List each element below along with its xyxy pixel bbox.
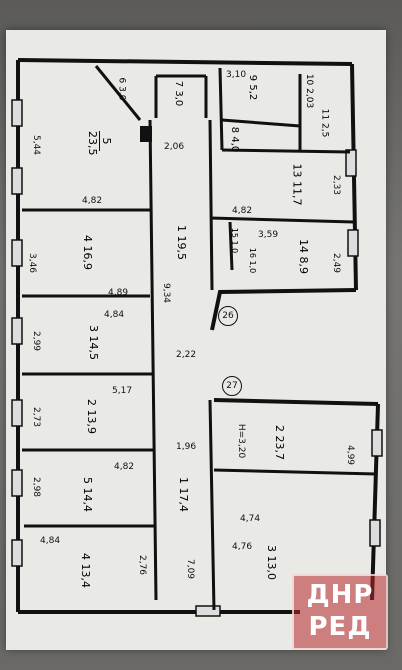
room-number: 3 bbox=[265, 545, 278, 552]
room-area: 13,0 bbox=[265, 555, 278, 581]
room-number: 4 bbox=[81, 235, 94, 242]
room-label: 13 11,7 bbox=[291, 164, 304, 206]
room-label: 11 2,5 bbox=[319, 109, 329, 138]
dimension: 2,49 bbox=[331, 252, 342, 274]
room-number: 5 bbox=[100, 137, 113, 145]
room-area: 23,5 bbox=[86, 131, 100, 156]
room-label: 6 3,0 bbox=[116, 78, 126, 101]
room-area: 13,4 bbox=[79, 563, 92, 589]
room-area: 19,5 bbox=[175, 235, 188, 261]
dimension: 9,34 bbox=[161, 282, 172, 304]
dimension: 3,59 bbox=[258, 230, 279, 240]
dimension: 3,10 bbox=[226, 70, 247, 80]
dimension: 2,22 bbox=[176, 350, 197, 360]
room-number: 11 bbox=[319, 108, 330, 121]
room-number: 13 bbox=[290, 163, 304, 178]
room-area: 11,7 bbox=[290, 181, 304, 206]
room-number: 14 bbox=[297, 239, 310, 253]
room-label: 9 5,2 bbox=[247, 75, 258, 100]
room-area: 13,9 bbox=[85, 409, 98, 435]
room-number: 1 bbox=[175, 225, 188, 232]
room-area: 23,7 bbox=[273, 435, 286, 461]
watermark-logo: ДНР РЕД bbox=[292, 574, 388, 650]
room-label: 2 23,7 bbox=[273, 425, 286, 460]
room-label: 15 1,0 bbox=[230, 228, 239, 253]
watermark-line-2: РЕД bbox=[308, 612, 372, 642]
room-area: 2,5 bbox=[319, 123, 330, 138]
dimension: 4,76 bbox=[232, 542, 253, 552]
room-number: 6 bbox=[116, 77, 127, 84]
axis-mark-27: 27 bbox=[222, 376, 242, 396]
dimension: 4,74 bbox=[240, 514, 261, 524]
dimension: 1,96 bbox=[176, 442, 197, 452]
room-area: 14,4 bbox=[81, 487, 94, 513]
room-label: 1 17,4 bbox=[177, 477, 190, 512]
watermark-line-1: ДНР bbox=[306, 580, 374, 610]
dimension: H=3,20 bbox=[236, 423, 247, 459]
windows bbox=[11, 99, 383, 617]
room-label: 8 4,0 bbox=[229, 127, 240, 152]
dimension: 7,09 bbox=[185, 558, 196, 580]
room-area: 1,0 bbox=[248, 260, 258, 274]
room-number: 8 bbox=[229, 126, 241, 134]
dimension: 4,89 bbox=[108, 288, 129, 298]
room-label: 16 1,0 bbox=[248, 248, 257, 273]
room-number: 5 bbox=[81, 477, 94, 484]
room-label: 3 13,0 bbox=[265, 545, 278, 580]
dimension: 5,44 bbox=[31, 134, 42, 156]
room-label: 7 3,0 bbox=[173, 81, 184, 106]
room-area: 5,2 bbox=[247, 84, 259, 101]
room-label: 10 2,03 bbox=[304, 74, 314, 108]
dimension: 3,46 bbox=[27, 252, 38, 274]
room-label: 2 13,9 bbox=[85, 399, 98, 434]
room-number: 4 bbox=[79, 553, 92, 560]
dimension: 2,06 bbox=[164, 142, 185, 152]
room-label: 3 14,5 bbox=[87, 325, 100, 360]
room-area: 4,0 bbox=[229, 136, 241, 153]
dimension: 2,98 bbox=[31, 476, 42, 498]
room-label: 1 19,5 bbox=[175, 225, 188, 260]
room-number: 1 bbox=[177, 477, 190, 484]
dimension: 5,17 bbox=[112, 386, 133, 396]
room-area: 16,9 bbox=[81, 245, 94, 271]
dimension: 4,84 bbox=[104, 310, 125, 320]
dimension: 4,99 bbox=[345, 444, 356, 466]
paper-sheet bbox=[6, 30, 386, 650]
room-area: 14,5 bbox=[87, 335, 100, 361]
dimension: 4,82 bbox=[114, 462, 135, 472]
dimension: 2,73 bbox=[31, 406, 42, 428]
room-label: 5 23,5 bbox=[79, 131, 113, 156]
room-number: 10 bbox=[304, 73, 315, 86]
dimension: 4,82 bbox=[232, 206, 253, 216]
inner-walls bbox=[22, 65, 377, 611]
room-area: 1,0 bbox=[230, 240, 240, 254]
room-number: 3 bbox=[87, 325, 100, 332]
room-label: 5 14,4 bbox=[81, 477, 94, 512]
room-area: 8,9 bbox=[297, 256, 310, 275]
dimension: 2,99 bbox=[31, 330, 42, 352]
axis-mark-26: 26 bbox=[218, 306, 238, 326]
room-area: 3,0 bbox=[116, 86, 127, 101]
room-area: 2,03 bbox=[304, 88, 315, 109]
room-label: 4 16,9 bbox=[81, 235, 94, 270]
room-label: 14 8,9 bbox=[297, 239, 310, 274]
dimension: 4,82 bbox=[82, 196, 103, 206]
room-number: 9 bbox=[247, 74, 259, 82]
room-area: 3,0 bbox=[173, 90, 185, 107]
stair-mark bbox=[140, 126, 152, 142]
outer-walls bbox=[16, 58, 380, 614]
dimension: 4,84 bbox=[40, 536, 61, 546]
room-label: 4 13,4 bbox=[79, 553, 92, 588]
dimension: 2,76 bbox=[137, 554, 148, 576]
room-number: 16 bbox=[248, 247, 258, 258]
room-number: 2 bbox=[273, 425, 286, 432]
room-number: 15 bbox=[230, 227, 240, 238]
room-area: 17,4 bbox=[177, 487, 190, 513]
room-number: 2 bbox=[85, 399, 98, 406]
dimension: 2,33 bbox=[331, 174, 342, 196]
room-number: 7 bbox=[173, 80, 185, 88]
